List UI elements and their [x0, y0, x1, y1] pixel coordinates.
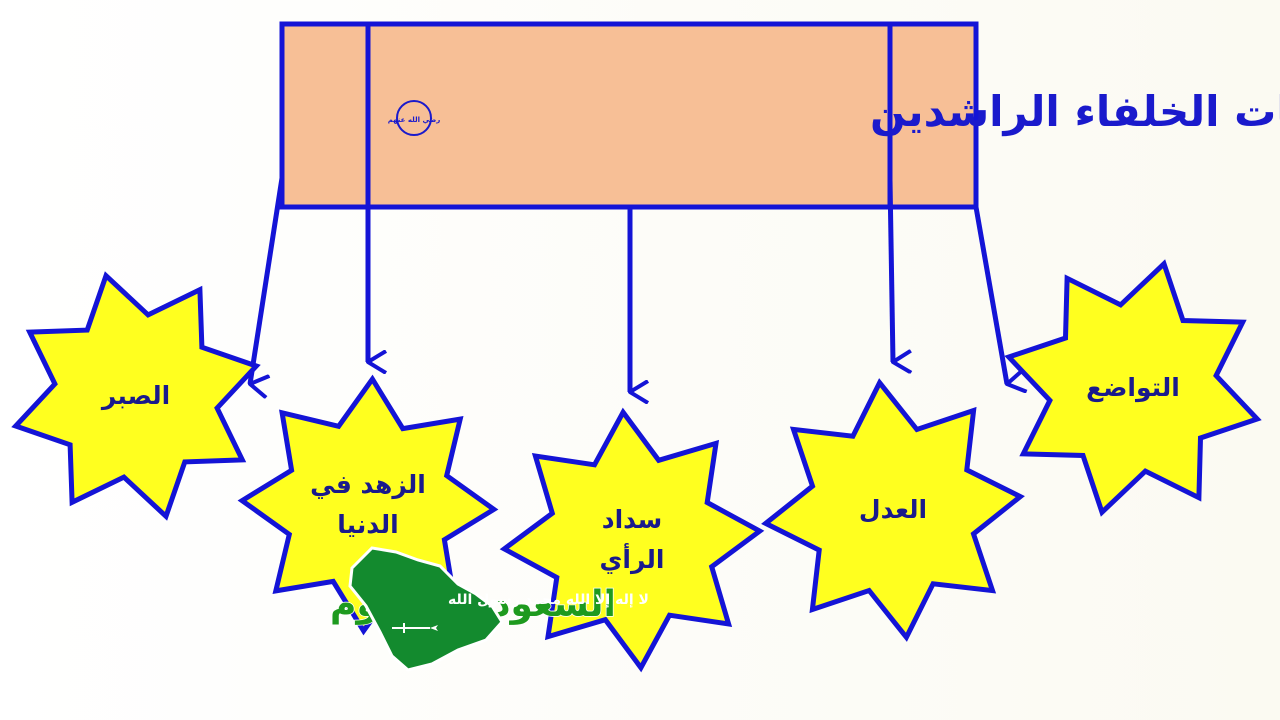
star-label-line: العدل — [859, 495, 927, 524]
honorific-text: رضي الله عنهم — [388, 116, 441, 124]
watermark: السعوديــة اليوم لا إله إلا الله محمد رس… — [329, 546, 649, 672]
star-shape — [499, 407, 765, 673]
star-sound-judgment: سداد الرأي — [499, 407, 765, 673]
title-text: من صفات الخلفاء الراشدين — [870, 87, 1280, 137]
star-label-line: التواضع — [1086, 373, 1180, 403]
star-label-line: الصبر — [100, 381, 170, 411]
star-label-line: الدنيا — [337, 510, 398, 539]
star-humility: التواضع — [1004, 259, 1262, 517]
connectors — [247, 177, 1007, 392]
star-shape — [11, 271, 261, 521]
sword-icon — [392, 623, 438, 633]
star-nodes: التواضع العدل سداد الرأي الزهد في الدنيا الصبر — [11, 259, 1262, 673]
star-justice: العدل — [761, 378, 1025, 642]
saudi-map-icon — [348, 546, 504, 672]
connector-justice — [887, 179, 893, 362]
connector-patience — [247, 177, 285, 384]
title-box: من صفات الخلفاء الراشدين رضي الله عنهم — [279, 21, 1280, 210]
connector-humility — [973, 206, 1007, 384]
star-shape — [1004, 259, 1262, 517]
star-label-line: الزهد في — [310, 470, 426, 500]
star-shape — [761, 378, 1025, 642]
star-patience: الصبر — [11, 271, 261, 521]
star-label-line: الرأي — [600, 543, 665, 575]
map-inscription: لا إله إلا الله محمد رسول الله — [448, 592, 649, 608]
star-label-line: سداد — [602, 505, 662, 534]
honorific-icon: رضي الله عنهم — [388, 100, 441, 136]
